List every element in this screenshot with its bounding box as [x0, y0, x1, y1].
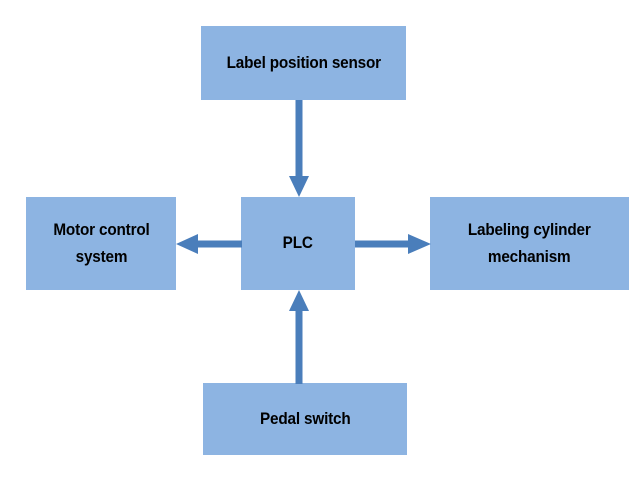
node-plc[interactable]: PLC [241, 197, 355, 290]
arrow-up-icon-pedal-to-plc [289, 290, 309, 384]
node-labeling-cylinder-mechanism-text: Labeling cylinder mechanism [468, 220, 591, 266]
arrow-left-icon-plc-to-motor [176, 234, 242, 254]
node-labeling-cylinder-mechanism[interactable]: Labeling cylinder mechanism [430, 197, 629, 290]
node-pedal-switch[interactable]: Pedal switch [203, 383, 407, 455]
node-motor-control-system[interactable]: Motor control system [26, 197, 176, 290]
node-pedal-switch-text: Pedal switch [259, 408, 351, 428]
node-label-position-sensor-text: Label position sensor [226, 52, 381, 72]
arrow-down-icon-sensor-to-plc [289, 100, 309, 197]
node-label-position-sensor[interactable]: Label position sensor [201, 26, 406, 100]
node-plc-text: PLC [282, 233, 314, 253]
node-motor-control-system-text: Motor control system [52, 220, 150, 266]
arrow-right-icon-plc-to-cylinder [355, 234, 431, 254]
